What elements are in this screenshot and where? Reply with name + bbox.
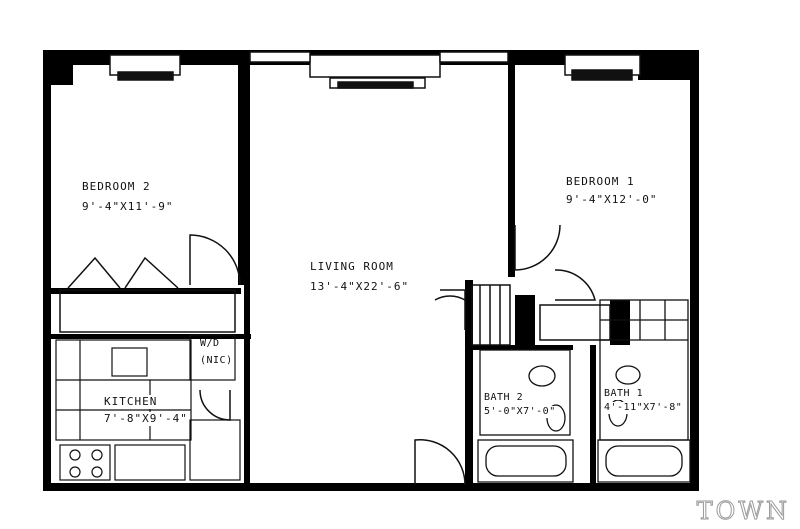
room-dims-bedroom-2: 9'-4"X11'-9" (82, 200, 174, 213)
walls (43, 50, 699, 491)
room-name-bedroom-2: BEDROOM 2 (82, 180, 151, 193)
room-dims-bath-1: 4'-11"X7'-8" (604, 402, 683, 414)
room-dims-living-room: 13'-4"X22'-6" (310, 280, 410, 293)
kitchen-fixtures (55, 334, 241, 481)
room-dims-bath-2: 5'-0"X7'-0" (484, 406, 556, 418)
living-closet (471, 284, 611, 346)
closet-bedroom-2 (59, 256, 236, 333)
bath-1-fixtures (597, 299, 691, 483)
room-name-kitchen: KITCHEN (104, 395, 158, 409)
room-name-bedroom-1: BEDROOM 1 (566, 175, 635, 188)
bath-2-fixtures (477, 349, 574, 483)
room-name-living-room: LIVING ROOM (310, 260, 394, 273)
windows (109, 51, 641, 89)
watermark-logo: TOWN (696, 497, 790, 526)
room-name-bath-2: BATH 2 (484, 392, 524, 404)
room-dims-kitchen: 7'-8"X9'-4" (104, 412, 188, 426)
room-name-bath-1: BATH 1 (604, 388, 644, 400)
appliance-note: (NIC) (200, 355, 233, 366)
doors (189, 224, 596, 486)
appliance-label: W/D (200, 338, 220, 349)
room-dims-bedroom-1: 9'-4"X12'-0" (566, 193, 658, 206)
